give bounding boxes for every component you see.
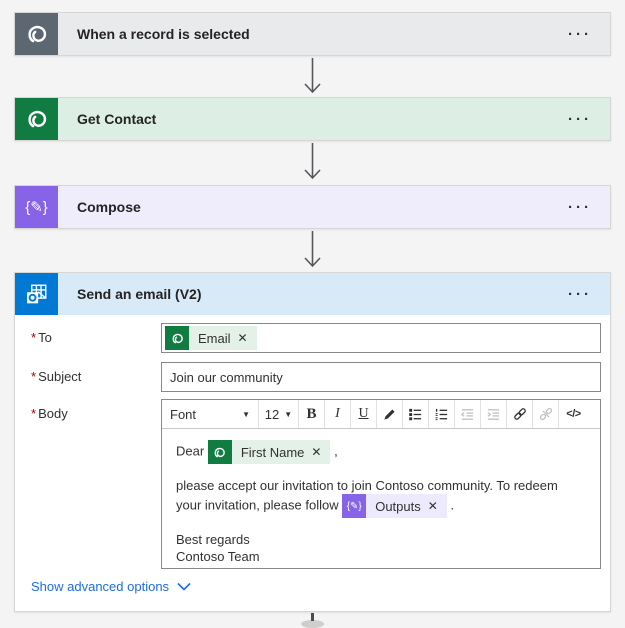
- step-card-get-contact: Get Contact ···: [14, 97, 611, 141]
- code-view-icon[interactable]: </>: [558, 400, 588, 428]
- to-field-label: *To: [31, 330, 52, 345]
- show-advanced-options-link[interactable]: Show advanced options: [31, 579, 191, 594]
- invitation-paragraph: please accept our invitation to join Con…: [176, 477, 586, 518]
- outdent-icon: [454, 400, 480, 428]
- connector-arrow: [304, 231, 321, 268]
- highlight-pen-icon[interactable]: [376, 400, 402, 428]
- first-name-dynamic-token[interactable]: First Name ✕: [207, 440, 331, 464]
- compose-braces-pencil-icon: {✎}: [342, 494, 367, 518]
- font-size-dropdown[interactable]: 12 ▼: [258, 400, 298, 428]
- step-menu-button[interactable]: ···: [568, 25, 592, 43]
- token-text: Email: [198, 330, 231, 346]
- step-header-compose[interactable]: {✎} Compose ···: [15, 186, 610, 228]
- cds-swirl-icon: [165, 326, 189, 350]
- subject-input[interactable]: [161, 362, 601, 392]
- remove-token-icon[interactable]: ✕: [427, 499, 438, 513]
- step-header-send-email[interactable]: Send an email (V2) ···: [15, 273, 610, 315]
- cds-swirl-icon: [15, 98, 58, 140]
- compose-braces-pencil-icon: {✎}: [15, 186, 58, 228]
- unlink-icon: [532, 400, 558, 428]
- bold-button[interactable]: B: [298, 400, 324, 428]
- chevron-down-icon: ▼: [284, 409, 293, 419]
- bullet-list-icon[interactable]: [402, 400, 428, 428]
- step-menu-button[interactable]: ···: [568, 198, 592, 216]
- body-field-label: *Body: [31, 406, 68, 421]
- step-card-send-an-email: Send an email (V2) ··· *To Email ✕ *Subj…: [14, 272, 611, 612]
- body-content-area[interactable]: Dear First Name ✕ , please accept our in…: [162, 429, 600, 571]
- step-title: Compose: [77, 199, 141, 215]
- insert-step-node: [301, 620, 324, 628]
- connector-arrow: [304, 143, 321, 180]
- step-header-trigger[interactable]: When a record is selected ···: [15, 13, 610, 55]
- outputs-dynamic-token[interactable]: {✎} Outputs ✕: [342, 494, 447, 518]
- remove-token-icon[interactable]: ✕: [311, 445, 322, 459]
- step-menu-button[interactable]: ···: [568, 285, 592, 303]
- connector-stub: [311, 613, 314, 621]
- cds-swirl-icon: [15, 13, 58, 55]
- font-family-dropdown[interactable]: Font ▼: [170, 406, 250, 422]
- email-dynamic-token[interactable]: Email ✕: [165, 326, 257, 350]
- step-title: Send an email (V2): [77, 286, 202, 302]
- closing-line-2: Contoso Team: [176, 549, 260, 564]
- numbered-list-icon[interactable]: [428, 400, 454, 428]
- body-rich-text-editor: Font ▼ 12 ▼ B I U: [161, 399, 601, 569]
- step-title: Get Contact: [77, 111, 157, 127]
- required-marker: *: [31, 369, 37, 384]
- link-icon[interactable]: [506, 400, 532, 428]
- greeting-line: Dear First Name ✕ ,: [176, 440, 586, 464]
- token-text: First Name: [240, 444, 305, 460]
- subject-field-label: *Subject: [31, 369, 82, 384]
- required-marker: *: [31, 406, 37, 421]
- chevron-down-icon: ▼: [242, 409, 250, 419]
- step-header-get-contact[interactable]: Get Contact ···: [15, 98, 610, 140]
- indent-icon: [480, 400, 506, 428]
- step-card-compose: {✎} Compose ···: [14, 185, 611, 229]
- to-input[interactable]: Email ✕: [161, 323, 601, 353]
- step-menu-button[interactable]: ···: [568, 110, 592, 128]
- required-marker: *: [31, 330, 37, 345]
- italic-button[interactable]: I: [324, 400, 350, 428]
- underline-button[interactable]: U: [350, 400, 376, 428]
- chevron-down-icon: [177, 582, 191, 591]
- closing-line-1: Best regards: [176, 532, 250, 547]
- rich-text-toolbar: Font ▼ 12 ▼ B I U: [162, 400, 600, 429]
- token-text: Outputs: [375, 498, 421, 514]
- step-title: When a record is selected: [77, 26, 250, 42]
- outlook-icon: [15, 273, 58, 315]
- remove-token-icon[interactable]: ✕: [237, 331, 248, 345]
- cds-swirl-icon: [207, 440, 232, 464]
- step-card-when-a-record-is-selected: When a record is selected ···: [14, 12, 611, 56]
- connector-arrow: [304, 58, 321, 94]
